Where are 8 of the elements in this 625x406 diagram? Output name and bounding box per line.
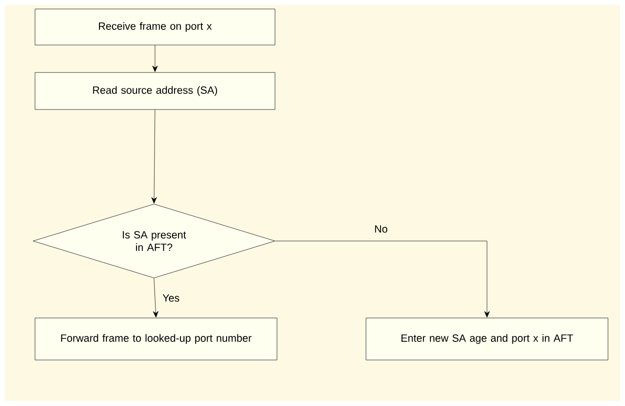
- process-box: Forward frame to looked-up port number: [34, 318, 278, 360]
- process-box: Receive frame on port x: [34, 8, 276, 46]
- arrow: [152, 278, 158, 318]
- arrow: [152, 45, 158, 72]
- process-box: Enter new SA age and port x in AFT: [366, 318, 608, 360]
- arrow: [275, 240, 490, 318]
- process-box: Read source address (SA): [34, 72, 276, 110]
- arrow: [151, 110, 157, 204]
